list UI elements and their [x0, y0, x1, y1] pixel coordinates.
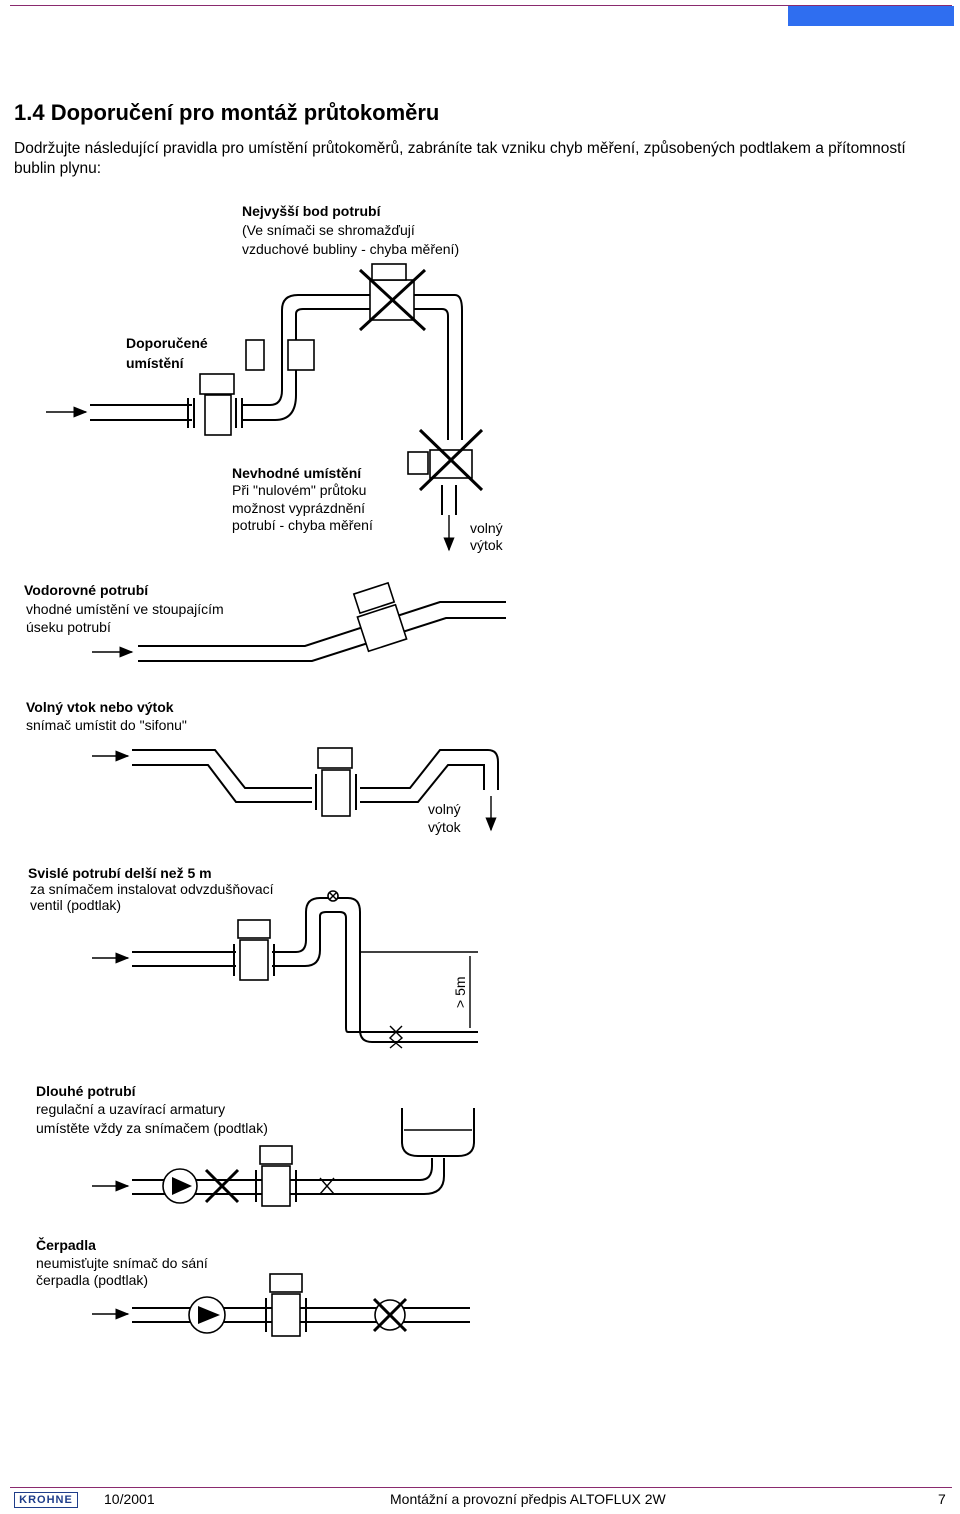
unsuitable-title: Nevhodné umístění — [232, 465, 362, 481]
flowmeter-head — [237, 919, 271, 939]
horizontal-line2: úseku potrubí — [26, 619, 111, 635]
free-outlet-line2: výtok — [428, 819, 462, 835]
flowmeter-mid — [287, 339, 315, 371]
footer-rule — [10, 1487, 952, 1488]
scenario-horizontal: Vodorovné potrubí vhodné umístění ve sto… — [24, 581, 506, 662]
pumps-line2: čerpadla (podtlak) — [36, 1272, 148, 1288]
vertical-line1: za snímačem instalovat odvzdušňovací — [30, 881, 274, 897]
flowmeter-siphon — [321, 769, 351, 817]
flowmeter-outlet-head — [407, 451, 429, 475]
header-accent-bar — [788, 6, 954, 26]
flowmeter-horizontal — [356, 603, 408, 653]
footer-page-number: 7 — [938, 1491, 946, 1507]
flowmeter-head-side — [245, 339, 265, 371]
long-pipe — [132, 1158, 445, 1195]
scenario-pumps: Čerpadla neumisťujte snímač do sání čerp… — [36, 1236, 470, 1337]
free-title: Volný vtok nebo výtok — [26, 699, 174, 715]
outlet-pipe — [441, 485, 457, 515]
flowmeter-head — [259, 1145, 293, 1165]
unsuitable-line2: možnost vyprázdnění — [232, 500, 365, 516]
outlet-line1: volný — [470, 520, 503, 536]
pumps-title: Čerpadla — [36, 1236, 96, 1253]
horizontal-line1: vhodné umístění ve stoupajícím — [26, 601, 224, 617]
flanges — [265, 1298, 307, 1332]
flowmeter-highest-head — [371, 263, 407, 281]
flanges — [187, 398, 243, 428]
unsuitable-line3: potrubí - chyba měření — [232, 517, 373, 533]
pump-pipe — [132, 1307, 470, 1323]
footer-doc-title: Montážní a provozní předpis ALTOFLUX 2W — [390, 1491, 666, 1507]
siphon-pipe — [132, 749, 499, 803]
flowmeter-pump — [271, 1293, 301, 1337]
riser-pipe — [242, 294, 463, 440]
highest-point-title: Nejvyšší bod potrubí — [242, 203, 382, 219]
free-outlet-line1: volný — [428, 801, 461, 817]
vent-valve-icon — [329, 892, 337, 900]
flowmeter-head — [352, 581, 396, 615]
recommended-line1: Doporučené — [126, 335, 208, 351]
highest-point-line1: (Ve snímači se shromažďují — [242, 222, 415, 238]
flanges — [233, 944, 275, 976]
free-line1: snímač umístit do "sifonu" — [26, 717, 187, 733]
cross-mark — [358, 268, 427, 332]
flowmeter-head — [199, 373, 235, 395]
cross-mark — [204, 1168, 240, 1204]
krohne-logo: KROHNE — [14, 1492, 78, 1508]
valve-icon — [319, 1177, 335, 1195]
horizontal-title: Vodorovné potrubí — [24, 582, 149, 598]
scenario-top: Nejvyšší bod potrubí (Ve snímači se shro… — [46, 203, 504, 553]
long-title: Dlouhé potrubí — [36, 1083, 137, 1099]
installation-diagram: Nejvyšší bod potrubí (Ve snímači se shro… — [24, 203, 506, 1337]
vertical-pipe — [132, 897, 478, 1043]
long-line1: regulační a uzavírací armatury — [36, 1101, 225, 1117]
unsuitable-line1: Při "nulovém" průtoku — [232, 482, 366, 498]
tank-icon — [401, 1108, 475, 1157]
valve-icon — [388, 1025, 404, 1049]
flowmeter-head — [317, 747, 353, 769]
scenario-vertical: Svislé potrubí delší než 5 m za snímačem… — [28, 865, 478, 1049]
footer-date: 10/2001 — [104, 1491, 155, 1507]
pumps-line1: neumisťujte snímač do sání — [36, 1255, 208, 1271]
header-rule — [10, 5, 952, 6]
vertical-title: Svislé potrubí delší než 5 m — [28, 865, 212, 881]
long-line2: umístěte vždy za snímačem (podtlak) — [36, 1120, 268, 1136]
flowmeter-long — [261, 1165, 291, 1207]
flanges — [315, 774, 357, 810]
scenario-long-pipe: Dlouhé potrubí regulační a uzavírací arm… — [36, 1083, 475, 1207]
vertical-line2: ventil (podtlak) — [30, 897, 121, 913]
section-intro: Dodržujte následující pravidla pro umíst… — [14, 140, 906, 177]
cross-mark — [372, 1297, 408, 1333]
cross-mark — [418, 428, 484, 492]
section-heading: 1.4 Doporučení pro montáž průtokoměru — [14, 100, 440, 125]
flowmeter-vertical — [239, 939, 269, 981]
pump-icon — [198, 1306, 220, 1324]
highest-point-line2: vzduchové bubliny - chyba měření) — [242, 241, 459, 257]
flanges — [255, 1170, 297, 1202]
dimension-label: > 5m — [452, 976, 468, 1008]
flowmeter-recommended — [204, 394, 232, 436]
scenario-free-inlet: Volný vtok nebo výtok snímač umístit do … — [26, 699, 499, 835]
flowmeter-head — [269, 1273, 303, 1293]
pump-icon — [172, 1177, 192, 1195]
inlet-pipe — [90, 404, 192, 421]
recommended-line2: umístění — [126, 355, 185, 371]
outlet-line2: výtok — [470, 537, 504, 553]
